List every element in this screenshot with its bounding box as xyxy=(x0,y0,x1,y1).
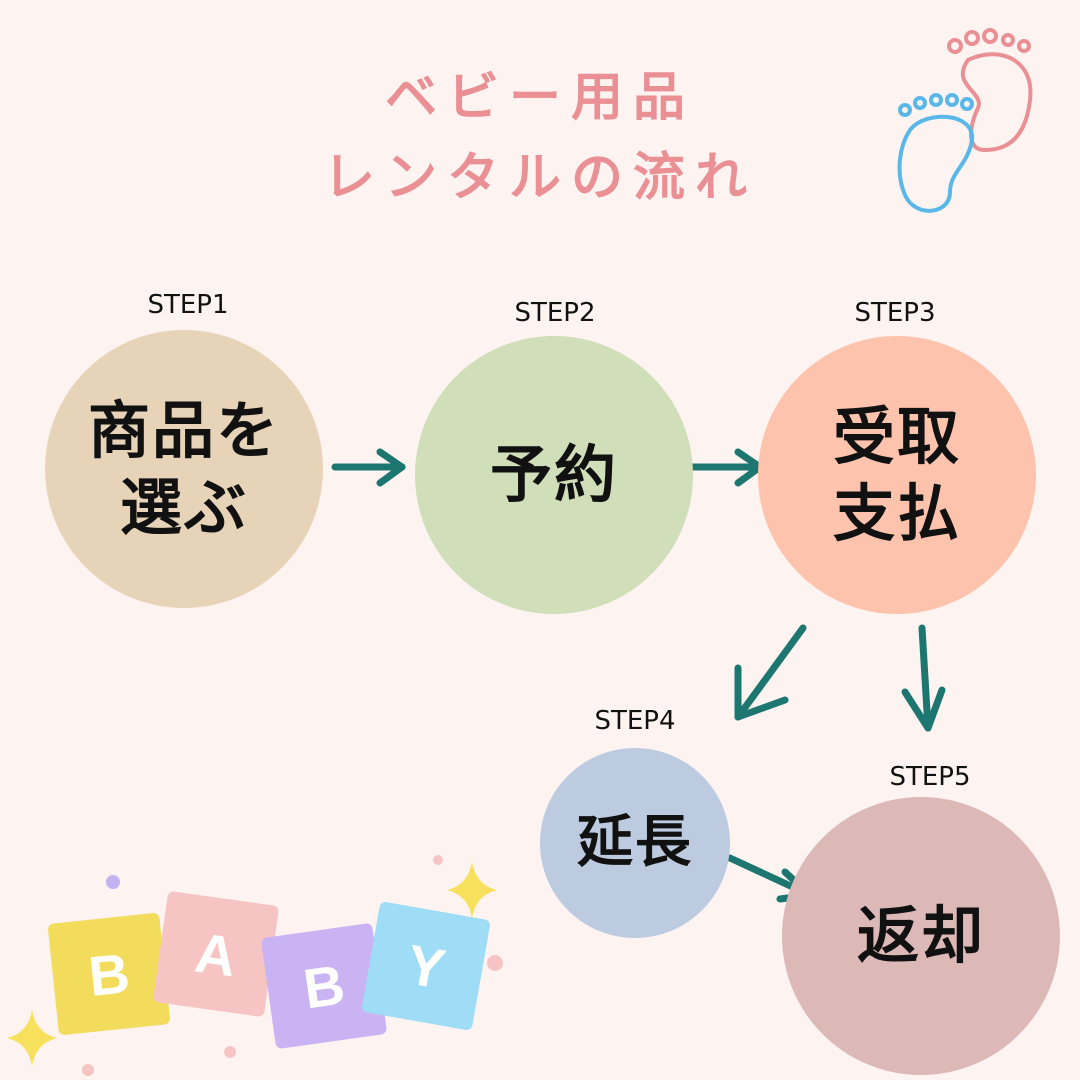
step4-label: STEP4 xyxy=(594,706,676,736)
baby-block-letter: B xyxy=(299,951,349,1021)
baby-block-y: Y xyxy=(361,901,491,1031)
step5-text: 返却 xyxy=(856,899,985,973)
step1-text-line1: 商品を xyxy=(87,393,280,467)
baby-block-letter: A xyxy=(191,919,241,989)
step2-text: 予約 xyxy=(489,438,618,512)
title-line-2: レンタルの流れ xyxy=(322,148,757,208)
step1-circle: 商品を 選ぶ xyxy=(45,330,323,608)
baby-block-letter: Y xyxy=(402,931,450,1001)
baby-block-b1: B xyxy=(47,912,171,1036)
arrow-step3-to-step5 xyxy=(901,624,946,732)
step4-circle: 延長 xyxy=(540,748,730,938)
step1-text-line2: 選ぶ xyxy=(119,471,248,544)
baby-block-a: A xyxy=(152,890,280,1018)
baby-block-letter: B xyxy=(85,940,133,1008)
step2-circle: 予約 xyxy=(415,336,693,614)
step5-label: STEP5 xyxy=(889,762,971,792)
step2-label: STEP2 xyxy=(514,298,596,328)
step3-circle: 受取 支払 xyxy=(758,336,1036,614)
step3-text-line2: 支払 xyxy=(832,477,961,550)
step3-text-line1: 受取 xyxy=(832,399,961,473)
step1-label: STEP1 xyxy=(147,290,229,320)
step5-circle: 返却 xyxy=(782,797,1060,1075)
arrow-step3-to-step4 xyxy=(734,624,807,721)
step4-text: 延長 xyxy=(577,810,693,875)
step3-label: STEP3 xyxy=(854,298,936,328)
title-line-1: ベビー用品 xyxy=(384,68,695,128)
arrow-step1-to-step2 xyxy=(331,448,406,487)
